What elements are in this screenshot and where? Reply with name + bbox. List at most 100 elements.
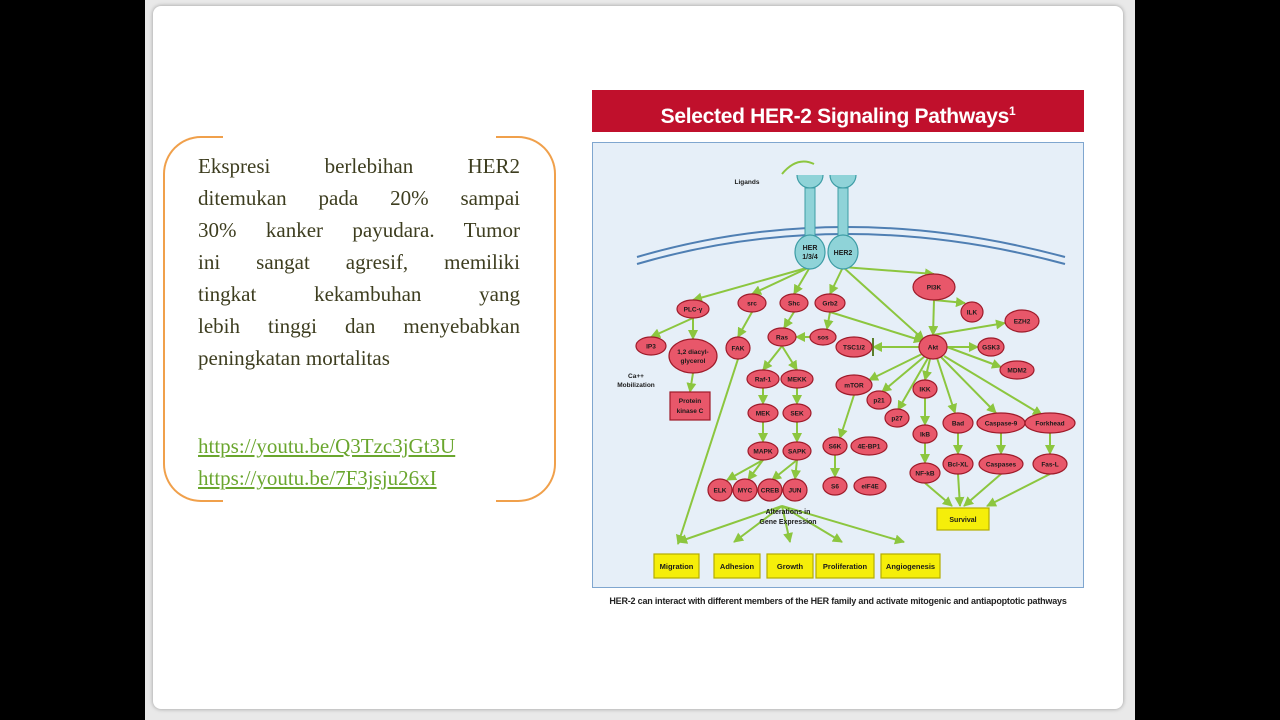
outcome-label: Adhesion	[720, 562, 755, 571]
pathway-arrow	[783, 311, 795, 329]
pathway-arrow	[963, 473, 1002, 507]
gene-expression-label: Gene Expression	[759, 519, 816, 526]
node-label: Forkhead	[1035, 421, 1064, 428]
node-mekk	[780, 369, 814, 389]
node-label: PLC-γ	[684, 307, 703, 314]
node-label: ELK	[714, 488, 727, 495]
pathway-arrow	[747, 459, 764, 481]
node-caspases	[978, 453, 1024, 475]
node-label: S6	[831, 484, 839, 491]
node-elk	[707, 478, 733, 502]
pathway-arrow	[829, 266, 844, 295]
pathway-arrow	[897, 357, 929, 411]
node-label: Bad	[952, 421, 964, 428]
node-label: Raf-1	[755, 377, 772, 384]
pathway-arrow	[676, 358, 739, 545]
pathway-arrow	[943, 355, 1043, 416]
text-line: lebih tinggi dan menyebabkan	[198, 314, 520, 338]
ligands-label: Ligands	[735, 179, 760, 186]
bracket-left	[163, 136, 223, 502]
pathway-arrow	[781, 505, 843, 543]
node-label: TSC1/2	[843, 345, 865, 352]
node-label: src	[747, 301, 757, 308]
ca-label: Ca++	[628, 373, 644, 380]
box-protein	[669, 391, 711, 421]
node-label: sos	[817, 335, 829, 342]
node-mek	[747, 403, 779, 423]
outcome-label: Growth	[777, 562, 804, 571]
node-label: ILK	[967, 310, 978, 317]
node-p27	[884, 408, 910, 428]
node-ikb	[912, 424, 938, 444]
text-line: 30% kanker payudara. Tumor	[198, 218, 520, 242]
node-grb2	[814, 293, 846, 313]
node-mapk	[747, 441, 779, 461]
node-label: JUN	[788, 488, 801, 495]
node-label: mTOR	[844, 383, 864, 390]
outcome-label: Angiogenesis	[886, 562, 935, 571]
outcome-angiogenesis	[880, 553, 941, 579]
receptor-label: HER	[803, 245, 818, 252]
node-s6k	[822, 436, 848, 456]
node-label: eIF4E	[861, 484, 879, 491]
node-bad	[942, 412, 974, 434]
node-label: IKK	[919, 387, 931, 394]
pathway-arrow	[936, 357, 957, 414]
pathway-arrow	[842, 266, 935, 279]
pathway-arrow	[793, 266, 811, 295]
text-line: Ekspresi berlebihan HER2	[198, 154, 520, 178]
node-label: IkB	[920, 432, 930, 439]
node-sapk	[782, 441, 812, 461]
node-tsc1-2	[835, 336, 873, 358]
node-mtor	[835, 374, 873, 396]
figure-caption: HER-2 can interact with different member…	[609, 596, 1067, 606]
node-mdm2	[999, 360, 1035, 380]
alterations-label: Alterations in	[766, 509, 811, 516]
text-line: ini sangat agresif, memiliki	[198, 250, 520, 274]
text-line: ditemukan pada 20% sampai	[198, 186, 520, 210]
video-link-2[interactable]: https://youtu.be/7F3jsju26xI	[198, 466, 437, 490]
receptor-her-1-3-4-stem	[804, 187, 816, 237]
pathway-arrows	[650, 266, 1055, 545]
node-label: glycerol	[681, 358, 706, 365]
node-label: MAPK	[753, 449, 772, 456]
node-fas-l	[1032, 453, 1068, 475]
pathway-arrow	[762, 345, 783, 371]
node-sek	[782, 403, 812, 423]
node-label: S6K	[829, 444, 842, 451]
outcome-adhesion	[713, 553, 761, 579]
node-raf-1	[746, 369, 780, 389]
video-link-1[interactable]: https://youtu.be/Q3Tzc3jGt3U	[198, 434, 456, 458]
node-label: Shc	[788, 301, 800, 308]
node-label: Ras	[776, 335, 788, 342]
outcome-migration	[653, 553, 700, 579]
pathway-arrow	[751, 266, 811, 295]
pathway-arrow	[781, 345, 798, 371]
node-pi3k	[912, 273, 956, 301]
video-links: https://youtu.be/Q3Tzc3jGt3U https://you…	[198, 430, 455, 494]
node-label: p27	[891, 416, 903, 423]
node-label: MEKK	[787, 377, 806, 384]
box-label: Protein	[679, 398, 701, 405]
pathway-arrow	[986, 473, 1051, 507]
node-label: PI3K	[927, 285, 942, 292]
node-sos	[809, 328, 837, 346]
node-label: Fas-L	[1041, 462, 1058, 469]
outcome-proliferation	[815, 553, 875, 579]
text-line: tingkat kekambuhan yang	[198, 282, 520, 306]
node-label: CREB	[761, 488, 780, 495]
node-ip3	[635, 336, 667, 356]
node-ikk	[912, 379, 938, 399]
pathway-arrow	[954, 473, 965, 507]
pathway-arrow	[946, 346, 1002, 369]
pathway-arrow	[933, 297, 966, 308]
node-label: Caspases	[986, 462, 1017, 469]
node-label: Bcl-XL	[948, 462, 969, 469]
node-label: SEK	[790, 411, 804, 418]
node-label: MDM2	[1007, 368, 1027, 375]
node-label: NF-kB	[915, 471, 934, 478]
node-label: MEK	[756, 411, 771, 418]
node-label: 1,2 diacyl-	[677, 349, 708, 356]
pathway-arrow	[737, 311, 753, 338]
